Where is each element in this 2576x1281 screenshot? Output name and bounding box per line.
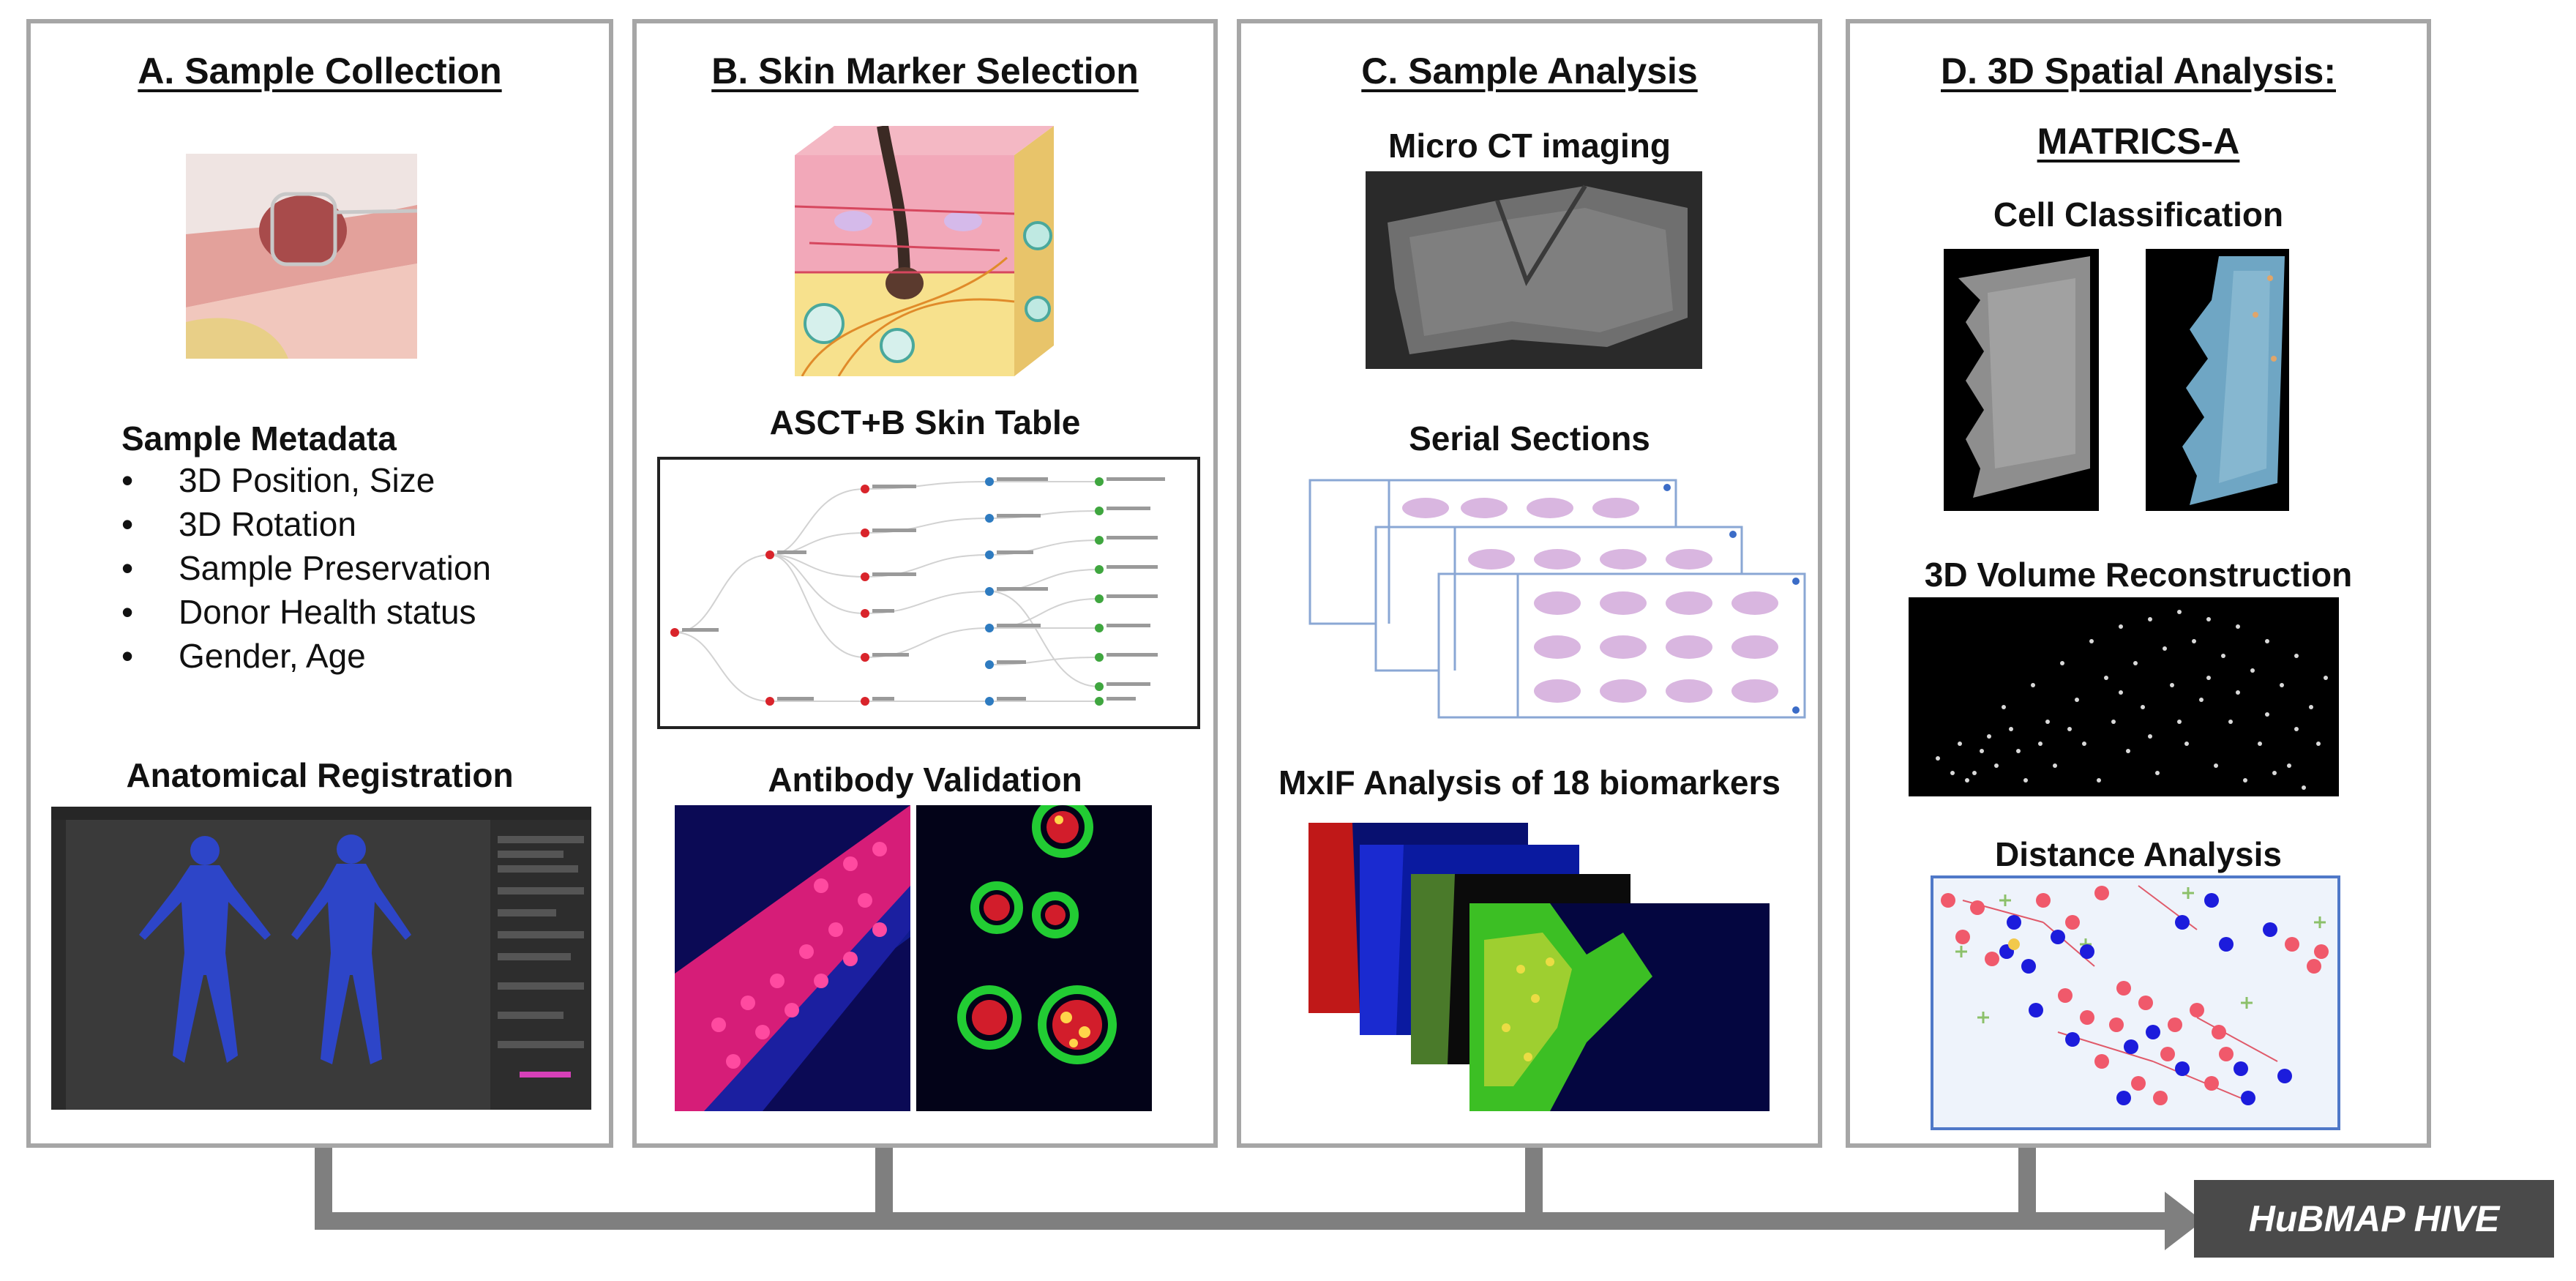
list-item: •3D Position, Size bbox=[121, 461, 435, 499]
cell-classification-image-color bbox=[2146, 249, 2289, 511]
micro-ct-title: Micro CT imaging bbox=[1388, 127, 1671, 165]
list-item: •Sample Preservation bbox=[121, 549, 491, 587]
serial-sections-image bbox=[1308, 479, 1806, 720]
antibody-image-left bbox=[675, 805, 910, 1111]
panel-d-subtitle: MATRICS-A bbox=[2037, 121, 2240, 162]
volume-reconstruction-image bbox=[1909, 597, 2339, 796]
panel-c-title: C. Sample Analysis bbox=[1361, 51, 1698, 92]
antibody-image-right bbox=[916, 805, 1152, 1111]
serial-sections-title: Serial Sections bbox=[1409, 419, 1650, 458]
sample-metadata-list: •3D Position, Size •3D Rotation •Sample … bbox=[121, 458, 491, 678]
panel-b-title: B. Skin Marker Selection bbox=[711, 51, 1139, 92]
panel-skin-marker-selection: B. Skin Marker Selection ASCT+B Skin Tab… bbox=[632, 19, 1218, 1148]
micro-ct-image bbox=[1366, 171, 1702, 369]
panel-3d-spatial-analysis: D. 3D Spatial Analysis: MATRICS-A Cell C… bbox=[1846, 19, 2431, 1148]
mxif-analysis-title: MxIF Analysis of 18 biomarkers bbox=[1278, 763, 1781, 802]
list-item: •Gender, Age bbox=[121, 637, 366, 675]
distance-analysis-plot bbox=[1931, 875, 2340, 1130]
list-item: •3D Rotation bbox=[121, 505, 356, 543]
volume-reconstruction-title: 3D Volume Reconstruction bbox=[1924, 556, 2353, 594]
asctb-table-title: ASCT+B Skin Table bbox=[769, 403, 1081, 441]
panel-sample-collection: A. Sample Collection Sample Metadata •3D… bbox=[26, 19, 613, 1148]
asctb-tree-diagram bbox=[657, 457, 1200, 729]
cell-classification-title: Cell Classification bbox=[1993, 195, 2284, 234]
panel-a-title: A. Sample Collection bbox=[138, 51, 502, 92]
sample-metadata-title: Sample Metadata bbox=[121, 419, 397, 458]
cell-classification-image-gray bbox=[1944, 249, 2099, 511]
biopsy-illustration bbox=[186, 154, 417, 359]
panel-d-title: D. 3D Spatial Analysis: bbox=[1941, 51, 2336, 92]
anatomical-registration-title: Anatomical Registration bbox=[126, 756, 514, 794]
mxif-stack-image bbox=[1308, 823, 1777, 1116]
panel-sample-analysis: C. Sample Analysis Micro CT imaging Seri… bbox=[1237, 19, 1822, 1148]
antibody-validation-title: Antibody Validation bbox=[768, 761, 1082, 799]
skin-cube-illustration bbox=[795, 126, 1054, 376]
distance-analysis-title: Distance Analysis bbox=[1994, 835, 2283, 873]
registration-screenshot bbox=[51, 807, 591, 1110]
list-item: •Donor Health status bbox=[121, 593, 476, 631]
hubmap-hive-box: HuBMAP HIVE bbox=[2194, 1180, 2554, 1258]
